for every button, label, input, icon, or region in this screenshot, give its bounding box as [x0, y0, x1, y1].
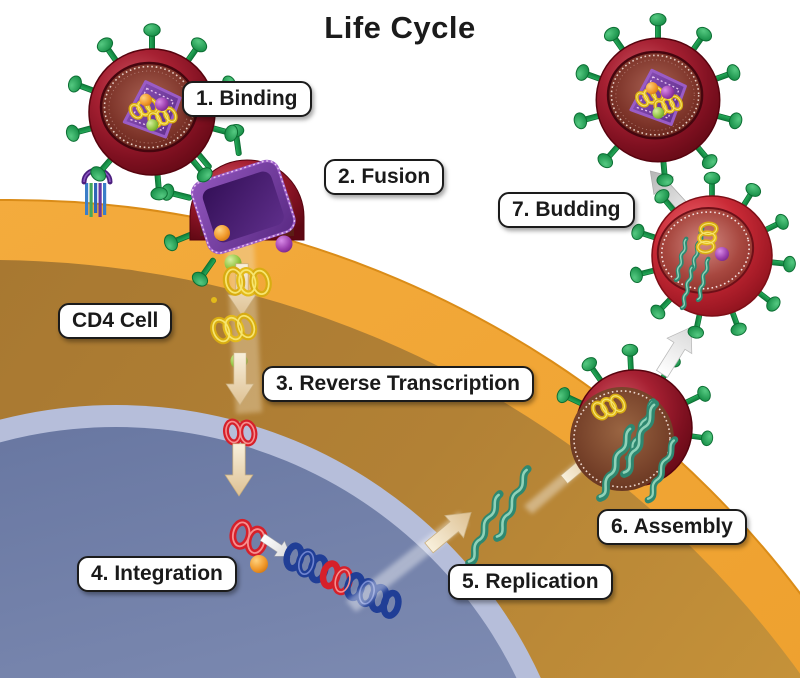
label-budding: 7. Budding: [498, 192, 635, 229]
label-fusion: 2. Fusion: [324, 159, 445, 196]
page-title: Life Cycle: [324, 10, 476, 45]
integrase-orange: [250, 555, 268, 573]
rna-fragment-dot: [211, 297, 217, 303]
label-reverse-transcription: 3. Reverse Transcription: [262, 366, 534, 403]
viral-enzyme-orange: [214, 225, 230, 241]
label-cd4-cell: CD4 Cell: [58, 303, 173, 340]
label-integration: 4. Integration: [77, 556, 237, 593]
label-binding: 1. Binding: [182, 81, 312, 118]
label-assembly: 6. Assembly: [597, 509, 747, 546]
budding-virion: [628, 171, 797, 341]
viral-enzyme-purple: [275, 235, 293, 253]
label-replication: 5. Replication: [448, 564, 613, 601]
